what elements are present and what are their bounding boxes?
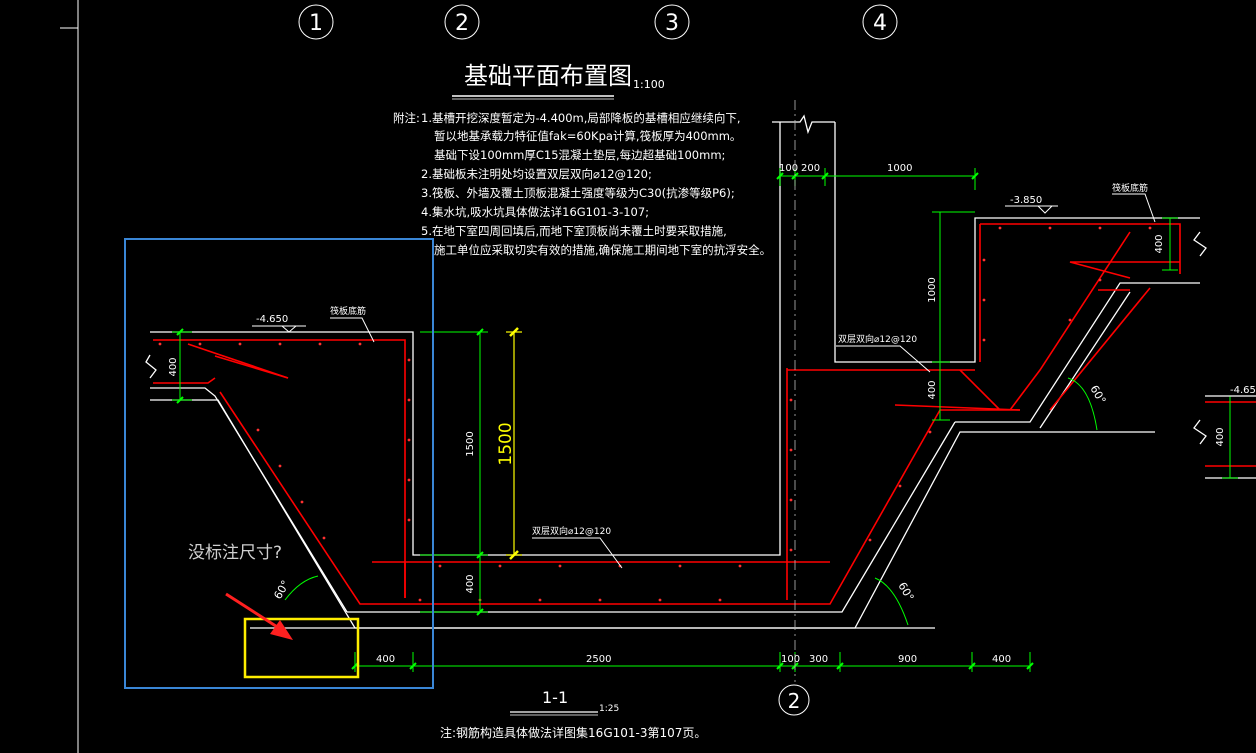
dim-text: 400 bbox=[1154, 234, 1165, 253]
dimension-ticks bbox=[176, 172, 1034, 670]
callout-texts: 筏板底筋 筏板底筋 双层双向⌀12@120 双层双向⌀12@120 bbox=[330, 182, 1148, 537]
dim-text: 2500 bbox=[586, 654, 611, 665]
dim-text: 400 bbox=[168, 357, 179, 376]
section-title: 1-1 bbox=[542, 688, 568, 707]
dim-text: 100 bbox=[781, 654, 800, 665]
dim-text: 1000 bbox=[927, 277, 938, 302]
note-line: 5.在地下室四周回填后,而地下室顶板尚未覆土时要采取措施, bbox=[421, 224, 727, 238]
callout-text: 筏板底筋 bbox=[330, 305, 366, 317]
elevation-left: -4.650 bbox=[252, 314, 306, 333]
dimension-texts: 400 2500 100 300 900 400 100 200 1000 40… bbox=[168, 163, 1226, 665]
note-line: 2.基础板未注明处均设置双层双向⌀12@120; bbox=[421, 167, 652, 181]
highlight-dimension bbox=[506, 327, 522, 560]
grid-axis-2: 2 bbox=[444, 4, 480, 40]
dim-text: 1500 bbox=[465, 431, 476, 456]
dimension-lines bbox=[172, 168, 1238, 672]
plan-scale: 1:100 bbox=[633, 78, 665, 91]
grid-axis-label: 2 bbox=[788, 689, 801, 713]
selection-box bbox=[124, 238, 434, 689]
highlight-dimension-label: 1500 bbox=[496, 422, 516, 465]
dim-text: 200 bbox=[801, 163, 820, 174]
grid-axis-label: 2 bbox=[455, 11, 469, 36]
rebar-lines bbox=[153, 223, 1256, 605]
grid-axis-4: 4 bbox=[862, 4, 898, 40]
dim-text: 900 bbox=[898, 654, 917, 665]
elevation-text: -4.650 bbox=[1230, 385, 1256, 396]
notes-label: 附注: bbox=[393, 111, 420, 125]
dim-text: 400 bbox=[376, 654, 395, 665]
callout-leaders bbox=[330, 193, 1156, 569]
callout-text: 双层双向⌀12@120 bbox=[838, 333, 917, 345]
note-line: 4.集水坑,吸水坑具体做法详16G101-3-107; bbox=[421, 205, 649, 219]
elevation-far-right: -4.650 bbox=[1222, 385, 1256, 397]
dim-text: 400 bbox=[992, 654, 1011, 665]
plan-title: 基础平面布置图 bbox=[464, 62, 632, 90]
angle-text: 60° bbox=[895, 580, 916, 603]
angle-texts: 60° 60° 60° bbox=[271, 383, 1108, 603]
note-line: 暂以地基承载力特征值fak=60Kpa计算,筏板厚为400mm。 bbox=[434, 129, 741, 143]
rebar-dots bbox=[158, 226, 1152, 602]
callout-text: 双层双向⌀12@120 bbox=[532, 525, 611, 537]
note-line: 基础下设100mm厚C15混凝土垫层,每边超基础100mm; bbox=[434, 148, 725, 162]
grid-axis-label: 3 bbox=[665, 11, 679, 36]
section-scale: 1:25 bbox=[599, 704, 619, 714]
callout-text: 筏板底筋 bbox=[1112, 182, 1148, 194]
grid-axis-3: 3 bbox=[654, 4, 690, 40]
dim-text: 1000 bbox=[887, 163, 912, 174]
note-line: 1.基槽开挖深度暂定为-4.400m,局部降板的基槽相应继续向下, bbox=[421, 111, 741, 125]
note-line: 3.筏板、外墙及覆土顶板混凝土强度等级为C30(抗渗等级P6); bbox=[421, 186, 735, 200]
arrow-icon bbox=[225, 592, 293, 640]
grid-axis-1: 1 bbox=[298, 4, 334, 40]
elevation-text: -3.850 bbox=[1010, 195, 1042, 206]
grid-axis-label: 4 bbox=[873, 11, 887, 36]
elevation-right: -3.850 bbox=[1005, 195, 1058, 214]
dim-text: 400 bbox=[1215, 427, 1226, 446]
question-annotation: 没标注尺寸? bbox=[188, 543, 282, 563]
dim-text: 100 bbox=[779, 163, 798, 174]
angle-text: 60° bbox=[271, 578, 292, 601]
elevation-text: -4.650 bbox=[256, 314, 288, 325]
section-note: 注:钢筋构造具体做法详图集16G101-3第107页。 bbox=[440, 725, 706, 740]
dim-text: 400 bbox=[927, 380, 938, 399]
bottom-grid-axis: 2 bbox=[778, 684, 810, 716]
dim-text: 400 bbox=[465, 574, 476, 593]
note-line: 施工单位应采取切实有效的措施,确保施工期间地下室的抗浮安全。 bbox=[434, 243, 771, 257]
grid-axis-label: 1 bbox=[309, 11, 323, 36]
question-highlight-box bbox=[243, 617, 360, 679]
dim-text: 300 bbox=[809, 654, 828, 665]
